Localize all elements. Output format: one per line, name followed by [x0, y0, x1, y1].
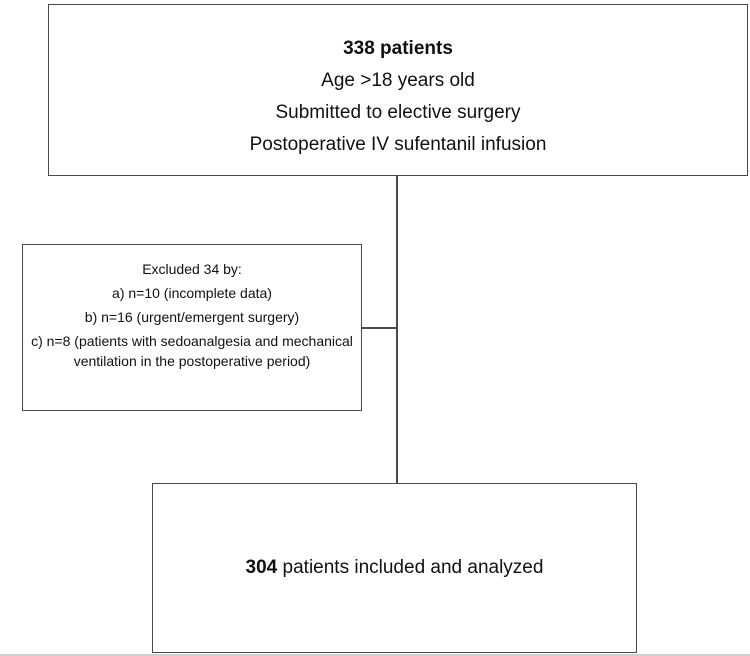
criterion-infusion: Postoperative IV sufentanil infusion	[249, 134, 547, 155]
flow-connector-exclusion	[362, 327, 397, 329]
criterion-surgery: Submitted to elective surgery	[275, 102, 521, 123]
analyzed-label: patients included and analyzed	[277, 557, 544, 578]
enrollment-box: 338 patients Age >18 years old Submitted…	[48, 4, 748, 176]
exclusion-reason-b: b) n=16 (urgent/emergent surgery)	[84, 309, 300, 325]
bottom-divider	[0, 654, 750, 656]
exclusion-reason-c: c) n=8 (patients with sedoanalgesia and …	[31, 333, 353, 369]
analyzed-box: 304 patients included and analyzed	[152, 483, 637, 653]
exclusion-box: Excluded 34 by: a) n=10 (incomplete data…	[22, 244, 362, 411]
exclusion-title: Excluded 34 by:	[142, 261, 242, 277]
enrolled-patients-count: 338 patients	[343, 38, 453, 59]
analyzed-count: 304	[245, 557, 278, 578]
analyzed-text: 304 patients included and analyzed	[246, 557, 544, 579]
exclusion-reason-a: a) n=10 (incomplete data)	[112, 285, 272, 301]
criterion-age: Age >18 years old	[321, 70, 475, 91]
flow-connector-vertical	[396, 176, 398, 483]
